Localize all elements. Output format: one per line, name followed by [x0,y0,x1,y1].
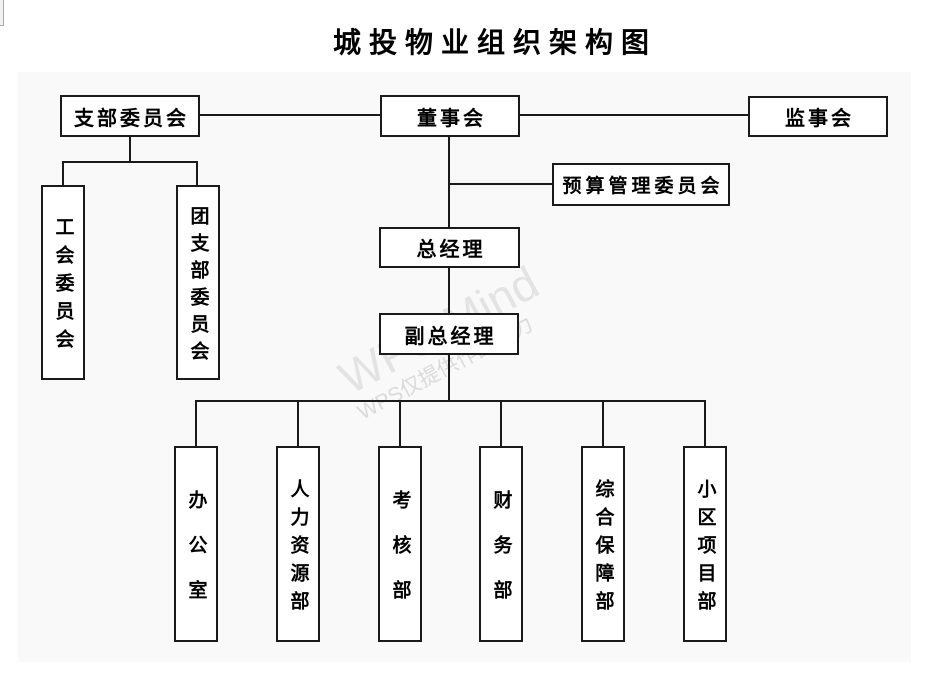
node-human-resources-dept[interactable]: 人力资源部 [276,446,320,642]
page-title: 城投物业组织架构图 [333,28,658,59]
node-label: 办公室 [185,489,207,625]
node-deputy-general-manager[interactable]: 副总经理 [379,313,519,355]
node-community-project-dept[interactable]: 小区项目部 [683,446,727,642]
node-assessment-dept[interactable]: 考核部 [378,446,422,642]
connector-line-branch-children-bus [62,161,198,163]
connector-line-departments-bus [195,400,706,402]
node-label: 工会委员会 [52,217,74,357]
node-label: 财务部 [490,489,512,625]
node-label: 支部委员会 [74,107,189,130]
connector-line-drop-union [62,161,64,185]
node-youth-league-branch-committee[interactable]: 团支部委员会 [176,185,220,380]
node-label: 团支部委员会 [187,205,209,368]
scrollbar-fragment[interactable] [0,0,4,26]
node-office[interactable]: 办公室 [174,446,218,642]
connector-line-dgm-down [448,355,450,400]
connector-line-board-gm [448,137,450,227]
connector-line-drop-finance [500,400,502,446]
node-general-manager[interactable]: 总经理 [379,227,520,268]
node-label: 小区项目部 [694,478,716,619]
connector-line-drop-assessment [399,400,401,446]
node-labor-union-committee[interactable]: 工会委员会 [41,185,85,380]
node-general-support-dept[interactable]: 综合保障部 [581,446,625,642]
connector-line-gm-dgm [448,268,450,313]
connector-line-branch-down [129,137,131,162]
connector-line-board-supervisory [520,114,748,116]
node-label: 考核部 [389,489,411,625]
connector-line-drop-project [704,400,706,446]
connector-line-drop-hr [297,400,299,446]
connector-line-drop-youth [196,161,198,185]
node-label: 监事会 [785,108,854,130]
node-label: 总经理 [416,239,486,261]
node-label: 预算管理委员会 [562,176,724,197]
connector-line-budget-branch [449,183,552,185]
connector-line-drop-support [602,400,604,446]
node-supervisory-board[interactable]: 监事会 [748,96,888,137]
node-board-of-directors[interactable]: 董事会 [380,95,520,137]
node-label: 人力资源部 [287,478,309,619]
connector-line-drop-office [195,400,197,446]
node-label: 综合保障部 [592,478,614,619]
org-chart-canvas: WPS Mind WPS仅提供作图能力 支部委员会 董事会 监事会 [18,72,911,662]
node-label: 董事会 [417,107,486,130]
node-budget-management-committee[interactable]: 预算管理委员会 [552,163,730,206]
node-finance-dept[interactable]: 财务部 [479,446,523,642]
connector-line-branch-board [200,114,380,116]
node-label: 副总经理 [404,325,497,348]
node-branch-committee[interactable]: 支部委员会 [60,95,200,137]
